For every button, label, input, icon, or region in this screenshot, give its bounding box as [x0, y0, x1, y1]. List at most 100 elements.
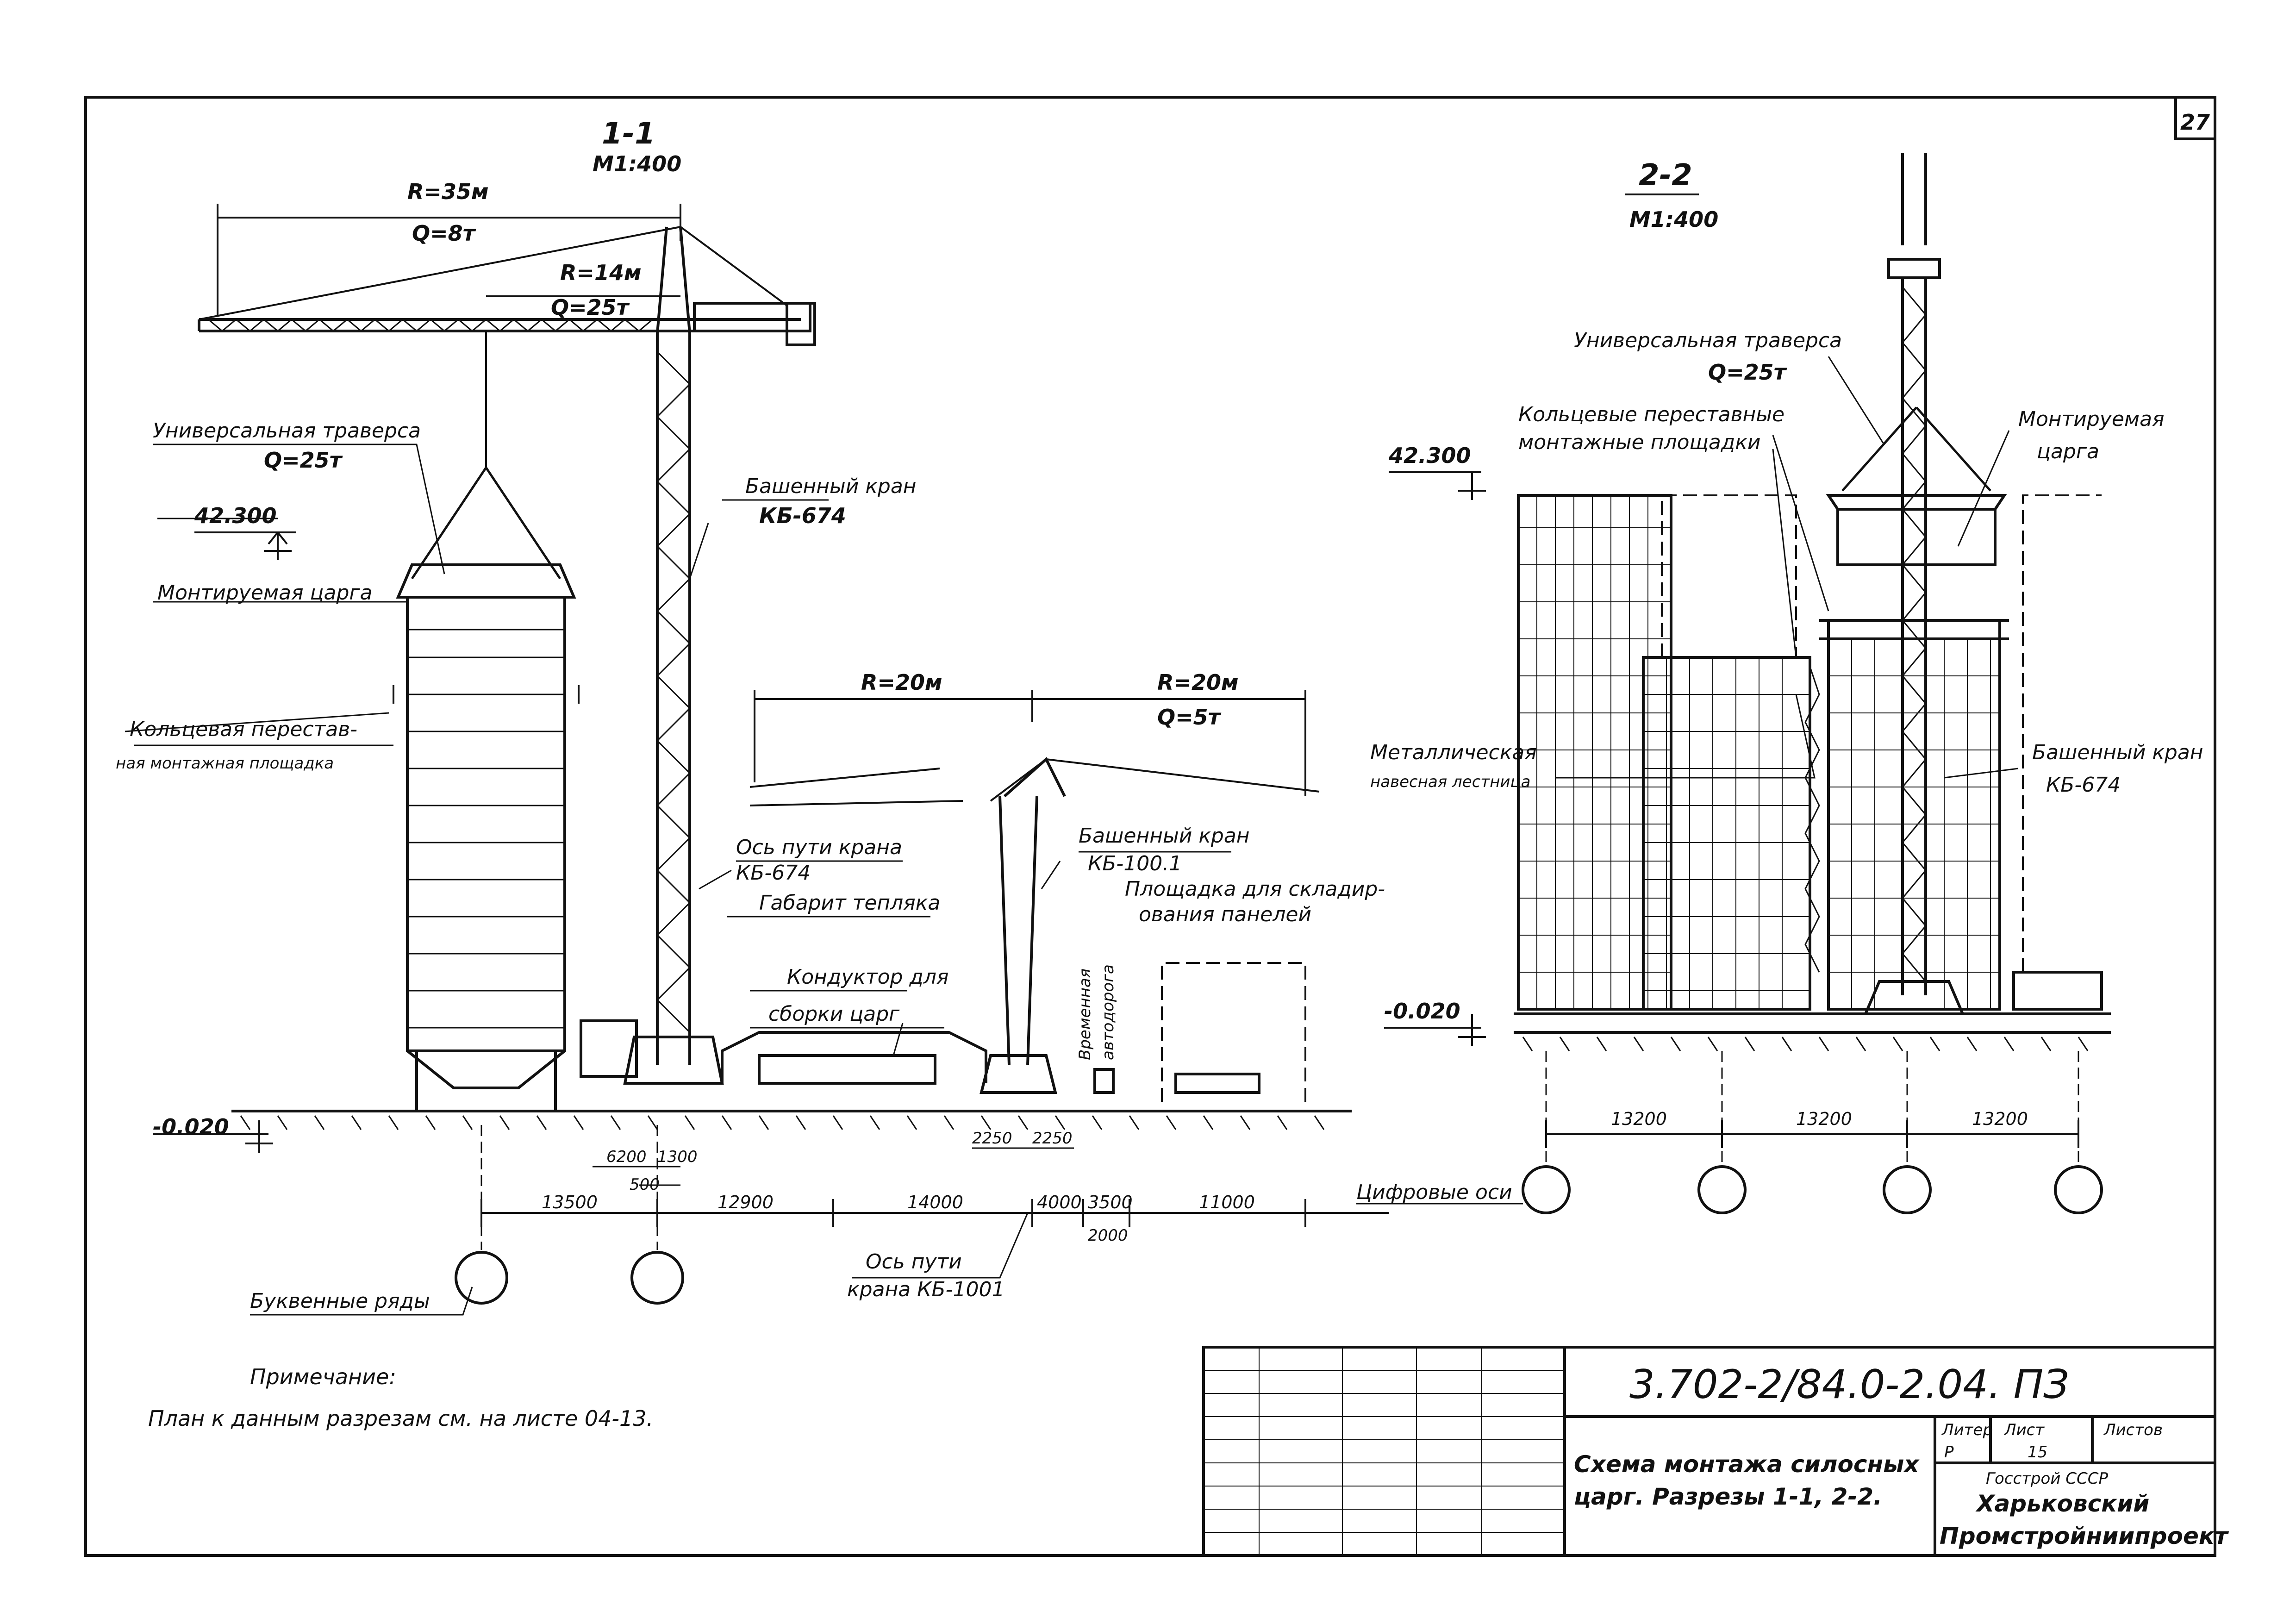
col-stage: Литер: [1941, 1421, 1993, 1439]
silo-grid-center: [1828, 639, 2000, 1009]
platforms-label-2: монтажные площадки: [1518, 431, 1761, 454]
doc-code: 3.702-2/84.0-2.04. ПЗ: [1629, 1362, 2069, 1408]
axis-bubble-1: [1522, 1165, 1571, 1214]
dim-4000: 4000: [1037, 1192, 1082, 1212]
leader-lines-1: [125, 443, 1231, 1316]
crane-boom-lattice: [208, 319, 653, 332]
traverse2-label: Универсальная траверса: [1574, 329, 1842, 352]
crane-boom-stay: [199, 225, 788, 320]
crane-inner-radius: R=14м: [560, 260, 642, 285]
dim-2250-a: 2250: [972, 1129, 1012, 1148]
digit-axes-label: Цифровые оси: [1356, 1181, 1512, 1204]
jig: [758, 1054, 936, 1085]
org-line-1: Госстрой СССР: [1986, 1469, 2108, 1488]
silo-body: [406, 596, 566, 1052]
middle-silo-2: [1642, 656, 1811, 1011]
crane2-lattice: [1902, 287, 1927, 982]
tower-crane-model: КБ-674: [759, 503, 846, 528]
drawing-title-2: царг. Разрезы 1-1, 2-2.: [1574, 1483, 1882, 1510]
tower-crane2-model: КБ-674: [2046, 773, 2121, 797]
small-radius-1: R=20м: [861, 670, 942, 695]
traverse-label: Универсальная траверса: [153, 419, 421, 443]
storage-label-2: ования панелей: [1139, 903, 1311, 926]
ladder-label-2: навесная лестница: [1370, 773, 1531, 791]
axis-leaders-2: [1545, 1051, 2079, 1167]
letter-rows-label: Буквенные ряды: [250, 1289, 430, 1313]
silo-grid-mid: [1643, 657, 1810, 1009]
small-crane-mast: [998, 757, 1066, 1065]
section-marks: [393, 685, 580, 704]
dim-13500: 13500: [542, 1192, 598, 1212]
small-radius-2: R=20м: [1157, 670, 1239, 695]
small-load: Q=5т: [1157, 705, 1222, 730]
dim-2250-b: 2250: [1032, 1129, 1073, 1148]
temp-road-label-2: автодорога: [1099, 964, 1117, 1060]
axis-bubble-4: [2054, 1165, 2103, 1214]
axis2-label-2: крана КБ-1001: [847, 1278, 1004, 1301]
center-silo-top: [1819, 619, 2009, 640]
mounted-ring2-label-1: Монтируемая: [2018, 407, 2165, 431]
storage-label-1: Площадка для складир-: [1125, 877, 1385, 901]
left-silo-2: [1517, 494, 1672, 1011]
crane-axis-label: Ось пути крана: [736, 836, 902, 859]
right-silo-2: [2012, 971, 2103, 1011]
crane-main-radius: R=35м: [407, 179, 489, 204]
warm-shed-label: Габарит тепляка: [759, 891, 940, 915]
col-sheets: Листов: [2103, 1421, 2163, 1439]
crane-inner-load: Q=25т: [551, 295, 630, 320]
ring-platform-label-1: Кольцевая перестав-: [130, 718, 357, 741]
ring-roof-2: [1826, 494, 2007, 511]
dim-11000: 11000: [1199, 1192, 1255, 1212]
elev-top-marker: [194, 531, 296, 560]
dim-6200: 6200: [606, 1148, 647, 1166]
silo-rings: [407, 629, 565, 1029]
org-line-2: Харьковский: [1975, 1490, 2149, 1517]
panel-stack: [1174, 1073, 1260, 1094]
sheet-value: 15: [2028, 1443, 2047, 1462]
dim2-13200-b: 13200: [1796, 1109, 1852, 1129]
tower-crane2-label: Башенный кран: [2032, 741, 2203, 764]
crane-axis-model: КБ-674: [736, 861, 811, 885]
elev2-ground-label: -0.020: [1384, 999, 1460, 1024]
title-block-grid: [1204, 1347, 1565, 1555]
note-text: План к данным разрезам см. на листе 04-1…: [148, 1406, 653, 1431]
small-dim-chain: [593, 1147, 1074, 1186]
mounted-ring-label: Монтируемая царга: [157, 581, 372, 605]
stage-value: Р: [1944, 1443, 1954, 1462]
jig-label-2: сборки царг: [768, 1002, 900, 1026]
org-line-3: Промстройниипроект: [1940, 1523, 2229, 1549]
storage-outline: [1161, 962, 1306, 1102]
counter-weight: [786, 302, 816, 346]
mounted-ring2-label-2: царга: [2037, 440, 2099, 463]
tower-crane-label: Башенный кран: [745, 475, 917, 498]
small-radius-dim: [754, 690, 1306, 796]
drawing-title-1: Схема монтажа силосных: [1574, 1451, 1920, 1478]
sheet-frame: [84, 96, 2216, 1557]
section-2-scale: М1:400: [1629, 207, 1718, 232]
axis-bubble-3: [1883, 1165, 1932, 1214]
center-silo-2: [1827, 619, 2001, 1011]
jig-label-1: Кондуктор для: [787, 965, 948, 989]
silo-roof: [396, 563, 576, 599]
elev-ground-marker: [153, 1120, 273, 1153]
silo-grid-left: [1518, 495, 1671, 1009]
dim-500: 500: [630, 1175, 660, 1194]
axis-bubble-b: [630, 1251, 684, 1305]
section-1-title: 1-1: [602, 117, 655, 151]
dim-12900: 12900: [718, 1192, 774, 1212]
elev2-top-marker: [1389, 471, 1486, 500]
dim-2000: 2000: [1088, 1226, 1128, 1245]
note-title: Примечание:: [250, 1364, 396, 1389]
dim2-13200-a: 13200: [1611, 1109, 1667, 1129]
ladder: [1804, 666, 1820, 973]
section-2-title: 2-2: [1639, 158, 1692, 193]
title-block-dividers: [1563, 1347, 2215, 1555]
leader-lines-2: [1356, 356, 2019, 1205]
elev2-top-label: 42.300: [1388, 443, 1471, 468]
elev2-ground-marker: [1384, 1014, 1486, 1046]
dim-1300: 1300: [657, 1148, 698, 1166]
crane2-mast-top: [1887, 153, 1941, 279]
page-number: 27: [2180, 110, 2210, 135]
small-crane-model: КБ-100.1: [1088, 852, 1182, 875]
